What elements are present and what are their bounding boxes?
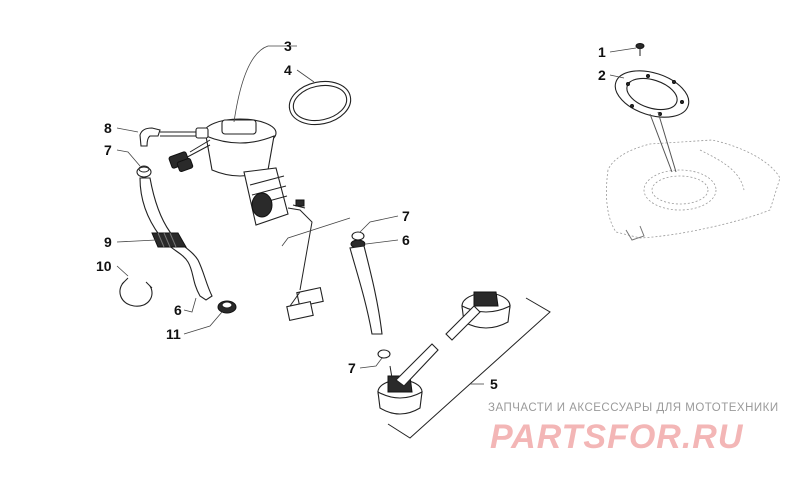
mounting-gasket[interactable] bbox=[609, 62, 694, 125]
callout-7-left: 7 bbox=[104, 142, 112, 158]
callout-7-lower: 7 bbox=[348, 360, 356, 376]
fuel-pickup-assembly[interactable] bbox=[377, 291, 551, 439]
callout-labels: 1 2 3 4 5 6 6 7 7 7 8 9 10 11 bbox=[96, 38, 606, 392]
hose-clamp-left[interactable] bbox=[136, 165, 152, 178]
callout-6-left: 6 bbox=[174, 302, 182, 318]
watermark-subtitle: ЗАПЧАСТИ И АКСЕССУАРЫ ДЛЯ МОТОТЕХНИКИ bbox=[488, 402, 779, 414]
callout-8: 8 bbox=[104, 120, 112, 136]
o-ring[interactable] bbox=[285, 76, 354, 130]
circlip[interactable] bbox=[119, 277, 153, 307]
callout-2: 2 bbox=[598, 67, 606, 83]
callout-7-upper-right: 7 bbox=[402, 208, 410, 224]
callout-1: 1 bbox=[598, 44, 606, 60]
callout-10: 10 bbox=[96, 258, 112, 274]
leader-lines bbox=[116, 45, 637, 385]
hose-clamp-lower[interactable] bbox=[377, 349, 391, 359]
callout-6-right: 6 bbox=[402, 232, 410, 248]
hose-clamp-upper-right[interactable] bbox=[350, 231, 366, 249]
fuel-pump-assembly[interactable] bbox=[168, 118, 324, 321]
hose-sleeve[interactable] bbox=[151, 232, 187, 248]
callout-4: 4 bbox=[284, 62, 292, 78]
callout-3: 3 bbox=[284, 38, 292, 54]
watermark-logo: PARTSFOR.RU bbox=[490, 418, 744, 456]
elbow-fitting[interactable] bbox=[139, 127, 209, 147]
fuel-tank-reference bbox=[606, 111, 781, 241]
hose-nut[interactable] bbox=[217, 300, 237, 314]
screw[interactable] bbox=[635, 43, 645, 57]
hose-right[interactable] bbox=[349, 245, 383, 335]
callout-5: 5 bbox=[490, 376, 498, 392]
callout-9: 9 bbox=[104, 234, 112, 250]
callout-11: 11 bbox=[166, 326, 181, 342]
